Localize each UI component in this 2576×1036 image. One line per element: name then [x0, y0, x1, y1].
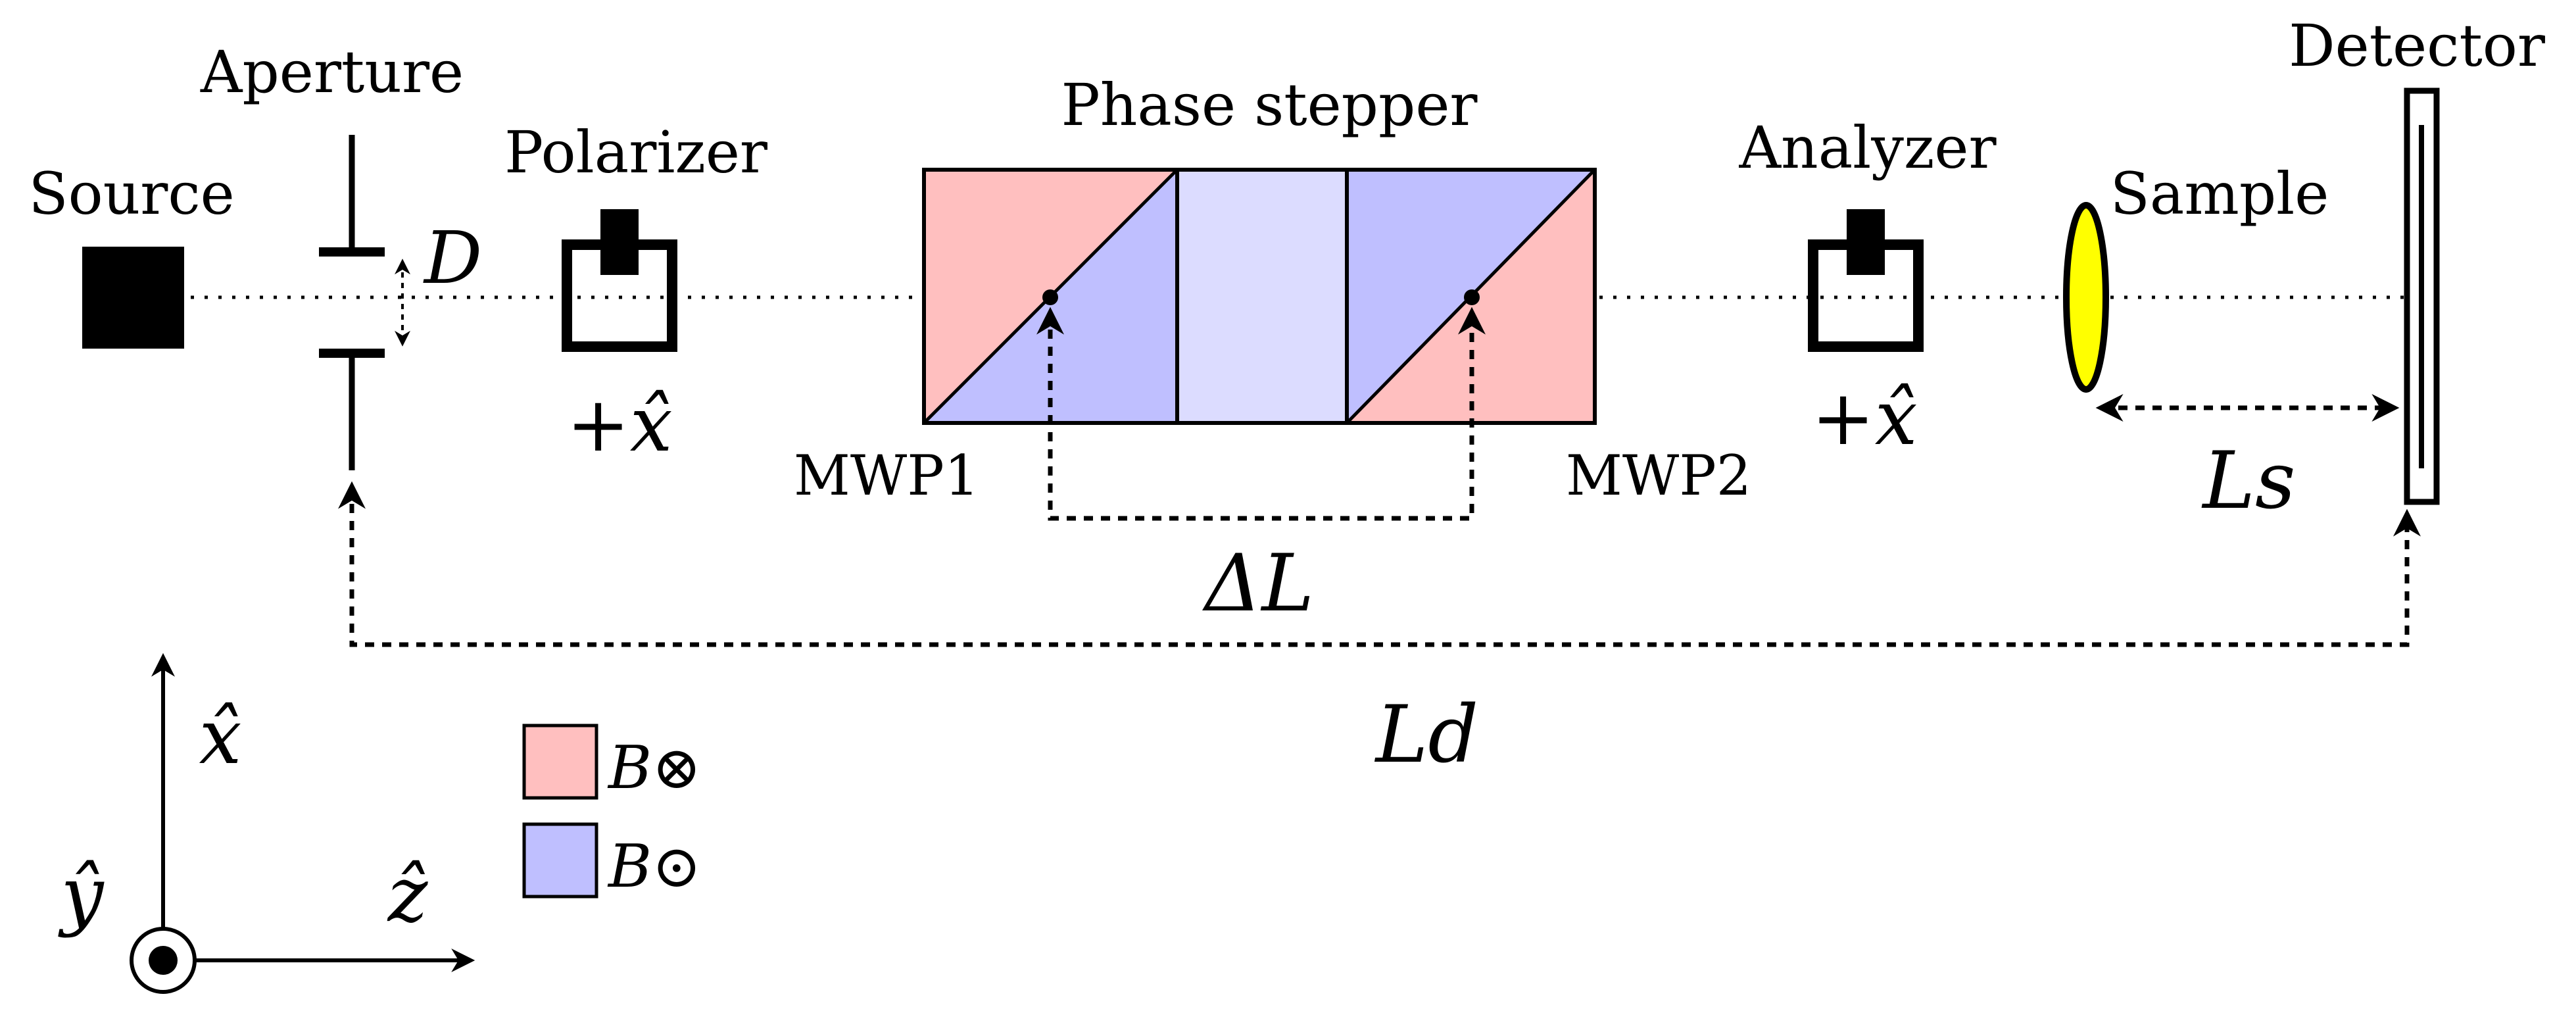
analyzer-label: Analyzer	[1738, 114, 1997, 182]
detector	[2404, 87, 2440, 505]
polarizer	[562, 209, 677, 352]
phase-stepper-label: Phase stepper	[1061, 71, 1478, 139]
axis-y-label: ŷ	[58, 851, 105, 939]
legend-label-field-out: B⊙	[607, 832, 702, 901]
ls-label: Ls	[2201, 435, 2295, 527]
detector-label: Detector	[2289, 12, 2546, 80]
analyzer-direction: +x̂	[1811, 374, 1917, 462]
aperture-size-label: D	[423, 216, 482, 300]
ld-label: Ld	[1374, 689, 1479, 781]
legend-label-field-into: B⊗	[607, 733, 702, 802]
spacer	[1177, 170, 1347, 423]
axis-x-label: x̂	[199, 693, 242, 781]
polarizer-direction: +x̂	[566, 381, 672, 469]
mwp2-label: MWP2	[1566, 443, 1751, 508]
sample-ellipse	[2063, 202, 2109, 393]
legend-swatch-field-into	[522, 724, 598, 800]
ld-bracket	[338, 481, 2421, 647]
mwp1-label: MWP1	[794, 443, 979, 508]
polarizer-label: Polarizer	[504, 118, 768, 186]
source-label: Source	[28, 160, 234, 228]
legend: B⊗ B⊙	[522, 724, 702, 901]
legend-swatch-field-out	[522, 822, 598, 899]
axis-z-label: ẑ	[387, 851, 429, 939]
source-block	[82, 247, 184, 349]
analyzer	[1808, 209, 1924, 352]
phase-stepper	[922, 168, 1597, 425]
delta-l-label: ΔL	[1202, 538, 1314, 629]
aperture-label: Aperture	[200, 38, 464, 106]
sample-label: Sample	[2110, 160, 2329, 228]
aperture	[319, 135, 410, 470]
coordinate-axes	[130, 653, 475, 994]
